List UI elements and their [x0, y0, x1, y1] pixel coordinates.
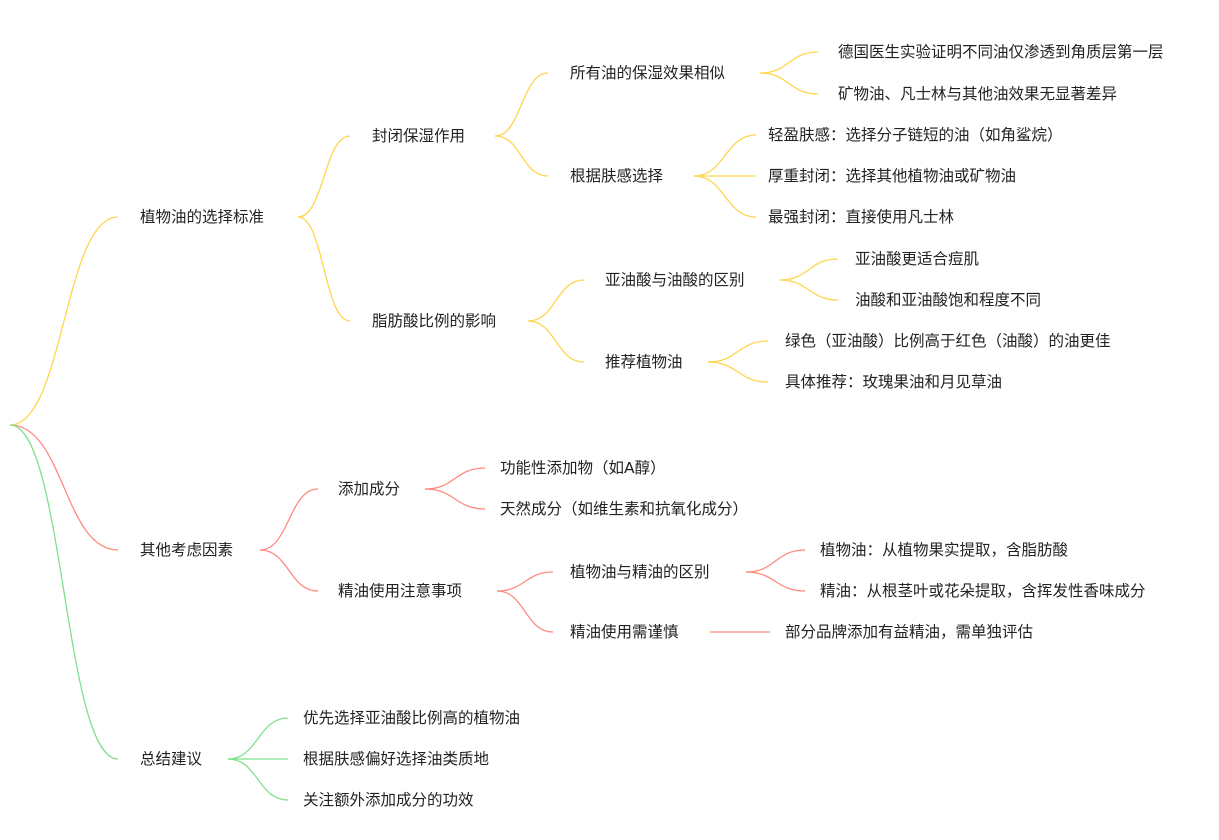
connector-A — [9, 216, 119, 426]
mindmap-node-A1b[interactable]: 根据肤感选择 — [570, 167, 664, 185]
connector-A1a2 — [759, 72, 819, 95]
mindmap-node-A2a[interactable]: 亚油酸与油酸的区别 — [605, 271, 745, 289]
connector-C3 — [227, 758, 289, 801]
connector-B2 — [259, 549, 319, 592]
mindmap-node-A2b[interactable]: 推荐植物油 — [605, 353, 683, 371]
connector-B2b — [496, 590, 554, 633]
mindmap-node-A1a[interactable]: 所有油的保湿效果相似 — [570, 64, 726, 82]
mindmap-node-A1[interactable]: 封闭保湿作用 — [372, 127, 466, 145]
mindmap-node-A1a2[interactable]: 矿物油、凡士林与其他油效果无显著差异 — [838, 85, 1118, 103]
mindmap-node-B1[interactable]: 添加成分 — [338, 480, 401, 498]
mindmap-node-A2b1[interactable]: 绿色（亚油酸）比例高于红色（油酸）的油更佳 — [785, 332, 1111, 350]
connector-A1b — [494, 135, 549, 177]
connector-A1b1 — [693, 134, 757, 177]
mindmap-node-B2a[interactable]: 植物油与精油的区别 — [570, 563, 710, 581]
connector-A1 — [297, 135, 351, 218]
connector-B2a — [496, 571, 554, 592]
connector-A2 — [297, 216, 351, 322]
mindmap-node-C2[interactable]: 根据肤感偏好选择油类质地 — [303, 750, 490, 768]
connector-A1b3 — [693, 175, 757, 218]
mindmap-node-B2[interactable]: 精油使用注意事项 — [338, 582, 463, 600]
mindmap-node-A2[interactable]: 脂肪酸比例的影响 — [372, 312, 497, 330]
mindmap-node-A2a2[interactable]: 油酸和亚油酸饱和程度不同 — [855, 291, 1042, 309]
mindmap-node-B2b[interactable]: 精油使用需谨慎 — [570, 623, 679, 641]
connector-A2a2 — [779, 279, 839, 301]
connector-B — [9, 424, 119, 551]
mindmap-node-C1[interactable]: 优先选择亚油酸比例高的植物油 — [303, 709, 521, 727]
connector-C — [9, 424, 119, 760]
mindmap-node-A2b2[interactable]: 具体推荐：玫瑰果油和月见草油 — [785, 373, 1003, 391]
mindmap-node-B2a2[interactable]: 精油：从根茎叶或花朵提取，含挥发性香味成分 — [820, 582, 1146, 600]
connector-A2b1 — [707, 340, 769, 363]
connector-B2a1 — [745, 549, 806, 573]
connector-A2a — [527, 279, 585, 322]
mindmap-node-C[interactable]: 总结建议 — [140, 750, 203, 768]
mindmap-node-A1b3[interactable]: 最强封闭：直接使用凡士林 — [768, 208, 955, 226]
mindmap-node-A1a1[interactable]: 德国医生实验证明不同油仅渗透到角质层第一层 — [838, 43, 1164, 61]
connector-A2b2 — [707, 361, 769, 383]
mindmap-node-A1b1[interactable]: 轻盈肤感：选择分子链短的油（如角鲨烷） — [768, 126, 1063, 144]
connector-C1 — [227, 717, 289, 760]
connector-B1a — [424, 467, 486, 490]
connector-B1 — [259, 488, 319, 551]
mindmap-node-A2a1[interactable]: 亚油酸更适合痘肌 — [855, 250, 980, 268]
mindmap-node-A[interactable]: 植物油的选择标准 — [140, 208, 265, 226]
mindmap-node-B2b1[interactable]: 部分品牌添加有益精油，需单独评估 — [785, 623, 1034, 641]
connector-B1b — [424, 488, 486, 510]
connector-A2a1 — [779, 258, 839, 281]
connector-B2a2 — [745, 571, 806, 592]
connector-A1a1 — [759, 51, 819, 74]
mindmap-node-A1b2[interactable]: 厚重封闭：选择其他植物油或矿物油 — [768, 167, 1017, 185]
connector-A2b — [527, 320, 585, 363]
mindmap-node-C3[interactable]: 关注额外添加成分的功效 — [303, 791, 474, 809]
mindmap-node-B[interactable]: 其他考虑因素 — [140, 541, 234, 559]
mindmap-node-B1b[interactable]: 天然成分（如维生素和抗氧化成分） — [500, 500, 749, 518]
mindmap-node-B1a[interactable]: 功能性添加物（如A醇） — [500, 459, 666, 477]
connector-A1a — [494, 72, 549, 137]
mindmap-node-B2a1[interactable]: 植物油：从植物果实提取，含脂肪酸 — [820, 541, 1069, 559]
